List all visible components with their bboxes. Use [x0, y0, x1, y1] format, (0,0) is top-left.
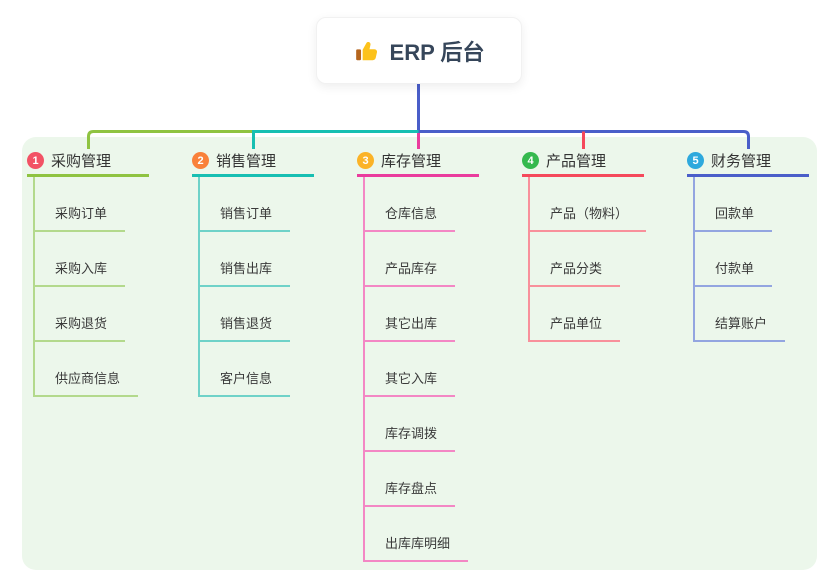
- branch-label: 库存管理: [381, 153, 442, 170]
- child-node[interactable]: 产品（物料）: [528, 203, 647, 232]
- branch-number-badge: 3: [357, 152, 374, 169]
- child-row: 产品单位: [522, 287, 644, 342]
- branch-header[interactable]: 1 采购管理: [27, 150, 149, 177]
- branches: 1 采购管理 采购订单采购入库采购退货供应商信息 2 销售管理 销售订单销售出库…: [22, 137, 817, 570]
- branch-label: 采购管理: [51, 153, 112, 170]
- branch-header[interactable]: 2 销售管理: [192, 150, 314, 177]
- child-node[interactable]: 产品库存: [363, 258, 456, 287]
- child-node[interactable]: 采购订单: [33, 203, 126, 232]
- child-node[interactable]: 销售出库: [198, 258, 291, 287]
- child-row: 产品库存: [357, 232, 479, 287]
- thumbs-up-icon: [355, 41, 377, 60]
- child-row: 其它入库: [357, 342, 479, 397]
- child-node[interactable]: 付款单: [693, 258, 773, 287]
- child-node[interactable]: 其它入库: [363, 368, 456, 397]
- child-node[interactable]: 销售退货: [198, 313, 291, 342]
- child-row: 供应商信息: [27, 342, 149, 397]
- branch-header[interactable]: 5 财务管理: [687, 150, 809, 177]
- branch-children: 产品（物料） 产品分类产品单位: [522, 177, 647, 342]
- child-row: 出库库明细: [357, 507, 479, 562]
- root-title: ERP 后台: [389, 39, 485, 65]
- branch-child-line: [693, 177, 695, 340]
- root-node-erp[interactable]: ERP 后台: [316, 17, 522, 84]
- child-node[interactable]: 库存盘点: [363, 478, 456, 507]
- child-row: 付款单: [687, 232, 809, 287]
- child-node[interactable]: 结算账户: [693, 313, 786, 342]
- branch-5: 5 财务管理 回款单付款单结算账户: [687, 150, 809, 342]
- child-row: 产品分类: [522, 232, 644, 287]
- child-row: 库存盘点: [357, 452, 479, 507]
- branch-header[interactable]: 4 产品管理: [522, 150, 644, 177]
- child-row: 产品（物料）: [522, 177, 647, 232]
- branch-label: 销售管理: [216, 153, 277, 170]
- child-row: 采购入库: [27, 232, 149, 287]
- child-row: 采购退货: [27, 287, 149, 342]
- child-node[interactable]: 回款单: [693, 203, 773, 232]
- branch-label: 产品管理: [546, 153, 607, 170]
- child-node[interactable]: 采购入库: [33, 258, 126, 287]
- branch-child-line: [198, 177, 200, 395]
- child-node[interactable]: 产品单位: [528, 313, 621, 342]
- branch-children: 采购订单采购入库采购退货供应商信息: [27, 177, 149, 397]
- child-row: 结算账户: [687, 287, 809, 342]
- branch-number-badge: 1: [27, 152, 44, 169]
- child-node[interactable]: 采购退货: [33, 313, 126, 342]
- branch-number-badge: 4: [522, 152, 539, 169]
- child-row: 采购订单: [27, 177, 149, 232]
- branch-label: 财务管理: [711, 153, 772, 170]
- child-row: 客户信息: [192, 342, 314, 397]
- child-node[interactable]: 出库库明细: [363, 533, 469, 562]
- child-row: 其它出库: [357, 287, 479, 342]
- child-node[interactable]: 客户信息: [198, 368, 291, 397]
- branch-children: 仓库信息产品库存其它出库其它入库库存调拨库存盘点出库库明细: [357, 177, 479, 562]
- child-node[interactable]: 销售订单: [198, 203, 291, 232]
- child-node[interactable]: 库存调拨: [363, 423, 456, 452]
- child-row: 销售退货: [192, 287, 314, 342]
- branch-1: 1 采购管理 采购订单采购入库采购退货供应商信息: [27, 150, 149, 397]
- child-row: 仓库信息: [357, 177, 479, 232]
- branch-child-line: [33, 177, 35, 395]
- branch-2: 2 销售管理 销售订单销售出库销售退货客户信息: [192, 150, 314, 397]
- branch-child-line: [363, 177, 365, 560]
- child-row: 销售订单: [192, 177, 314, 232]
- child-node[interactable]: 仓库信息: [363, 203, 456, 232]
- branch-header[interactable]: 3 库存管理: [357, 150, 479, 177]
- branch-panel: [22, 137, 817, 570]
- child-node[interactable]: 其它出库: [363, 313, 456, 342]
- branch-children: 销售订单销售出库销售退货客户信息: [192, 177, 314, 397]
- child-row: 库存调拨: [357, 397, 479, 452]
- child-node[interactable]: 产品分类: [528, 258, 621, 287]
- branch-number-badge: 2: [192, 152, 209, 169]
- child-row: 销售出库: [192, 232, 314, 287]
- branch-number-badge: 5: [687, 152, 704, 169]
- branch-child-line: [528, 177, 530, 340]
- branch-3: 3 库存管理 仓库信息产品库存其它出库其它入库库存调拨库存盘点出库库明细: [357, 150, 479, 562]
- child-row: 回款单: [687, 177, 809, 232]
- branch-children: 回款单付款单结算账户: [687, 177, 809, 342]
- child-node[interactable]: 供应商信息: [33, 368, 139, 397]
- branch-4: 4 产品管理 产品（物料） 产品分类产品单位: [522, 150, 647, 342]
